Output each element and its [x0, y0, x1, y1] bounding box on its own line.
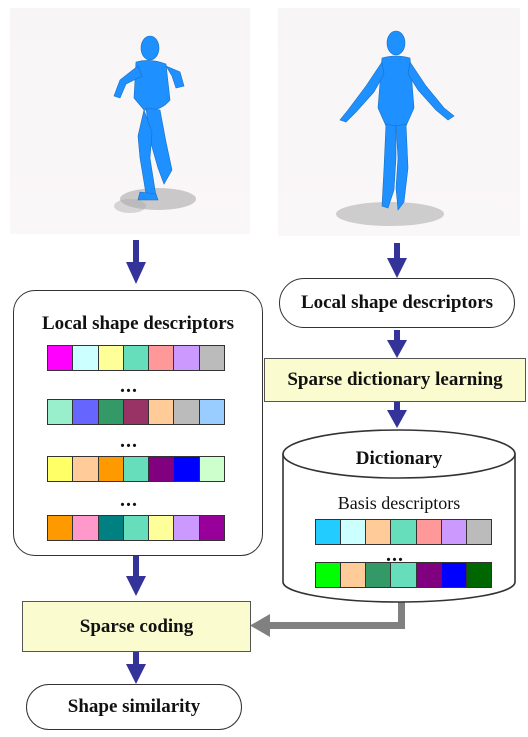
- basis-cell: [441, 563, 467, 587]
- sparse-coding-box: Sparse coding: [22, 601, 251, 652]
- descriptor-cell: [174, 346, 200, 370]
- descriptor-cell: [199, 400, 224, 424]
- arrow-dictionary-to-coding: [250, 602, 405, 637]
- dictionary-title: Dictionary: [355, 448, 443, 469]
- sparse-coding-label: Sparse coding: [79, 615, 194, 637]
- descriptor-cell: [48, 457, 74, 481]
- basis-cell: [416, 563, 442, 587]
- descriptor-cell: [199, 516, 224, 540]
- descriptor-cell: [98, 346, 124, 370]
- descriptor-cell: [73, 457, 99, 481]
- descriptor-cell: [73, 400, 99, 424]
- basis-cell: [366, 520, 392, 544]
- descriptor-cell: [149, 457, 175, 481]
- arrow-coding-to-similarity: [133, 652, 139, 668]
- right-descriptors-title: Local shape descriptors: [300, 292, 494, 313]
- descriptor-cell: [48, 516, 74, 540]
- basis-cell: [416, 520, 442, 544]
- descriptor-cell: [48, 400, 74, 424]
- dictionary-subtitle: Basis descriptors: [337, 493, 461, 513]
- descriptor-cell: [73, 346, 99, 370]
- descriptor-cell: [98, 400, 124, 424]
- basis-cell: [466, 563, 491, 587]
- descriptor-cell: [174, 400, 200, 424]
- arrow-coding-to-similarity-head: [126, 664, 146, 684]
- arrow-descriptors-to-learning-head: [387, 340, 407, 358]
- right-descriptors-box: Local shape descriptors: [279, 278, 515, 328]
- descriptor-cell: [149, 346, 175, 370]
- descriptor-cell: [149, 516, 175, 540]
- descriptor-cell: [98, 516, 124, 540]
- dictionary-row-1: [315, 519, 492, 545]
- left-descriptor-row-1: [47, 345, 225, 371]
- descriptor-cell: [199, 457, 224, 481]
- standing-human-model: [336, 30, 455, 226]
- left-descriptor-row-2: [47, 399, 225, 425]
- basis-cell: [316, 563, 342, 587]
- descriptor-cell: [73, 516, 99, 540]
- dictionary-row-2: [315, 562, 492, 588]
- basis-cell: [391, 520, 417, 544]
- arrow-right-image-to-descriptors-head: [387, 258, 407, 278]
- descriptor-cell: [123, 346, 150, 370]
- descriptor-cell: [174, 457, 200, 481]
- left-descriptor-row-3: [47, 456, 225, 482]
- arrow-descriptors-to-learning: [394, 330, 400, 344]
- running-human-model: [113, 35, 196, 213]
- descriptor-cell: [123, 400, 150, 424]
- descriptor-cell: [199, 346, 224, 370]
- descriptor-cell: [174, 516, 200, 540]
- descriptor-cell: [149, 400, 175, 424]
- sparse-dictionary-learning-label: Sparse dictionary learning: [287, 369, 503, 390]
- arrow-learning-to-dictionary: [394, 402, 400, 414]
- descriptor-cell: [123, 516, 150, 540]
- basis-cell: [341, 563, 367, 587]
- basis-cell: [466, 520, 491, 544]
- sparse-dictionary-learning-box: Sparse dictionary learning: [264, 358, 526, 402]
- descriptor-cell: [123, 457, 150, 481]
- left-descriptors-title: Local shape descriptors: [41, 313, 235, 334]
- left-shape-image: [10, 8, 250, 234]
- arrow-left-image-to-descriptors-head: [126, 262, 146, 284]
- arrow-learning-to-dictionary-head: [387, 410, 407, 428]
- basis-cell: [341, 520, 367, 544]
- basis-cell: [391, 563, 417, 587]
- basis-cell: [441, 520, 467, 544]
- left-descriptor-row-4: [47, 515, 225, 541]
- descriptor-cell: [98, 457, 124, 481]
- right-shape-image: [278, 8, 520, 236]
- descriptor-cell: [48, 346, 74, 370]
- basis-cell: [366, 563, 392, 587]
- dictionary-ellipsis: ...: [386, 544, 404, 566]
- arrow-descriptors-to-coding-head: [126, 576, 146, 596]
- arrow-descriptors-to-coding: [133, 556, 139, 580]
- shape-similarity-box: Shape similarity: [26, 684, 242, 730]
- basis-cell: [316, 520, 342, 544]
- arrow-right-image-to-descriptors: [394, 243, 400, 261]
- arrow-left-image-to-descriptors: [133, 240, 139, 266]
- shape-similarity-label: Shape similarity: [67, 696, 201, 717]
